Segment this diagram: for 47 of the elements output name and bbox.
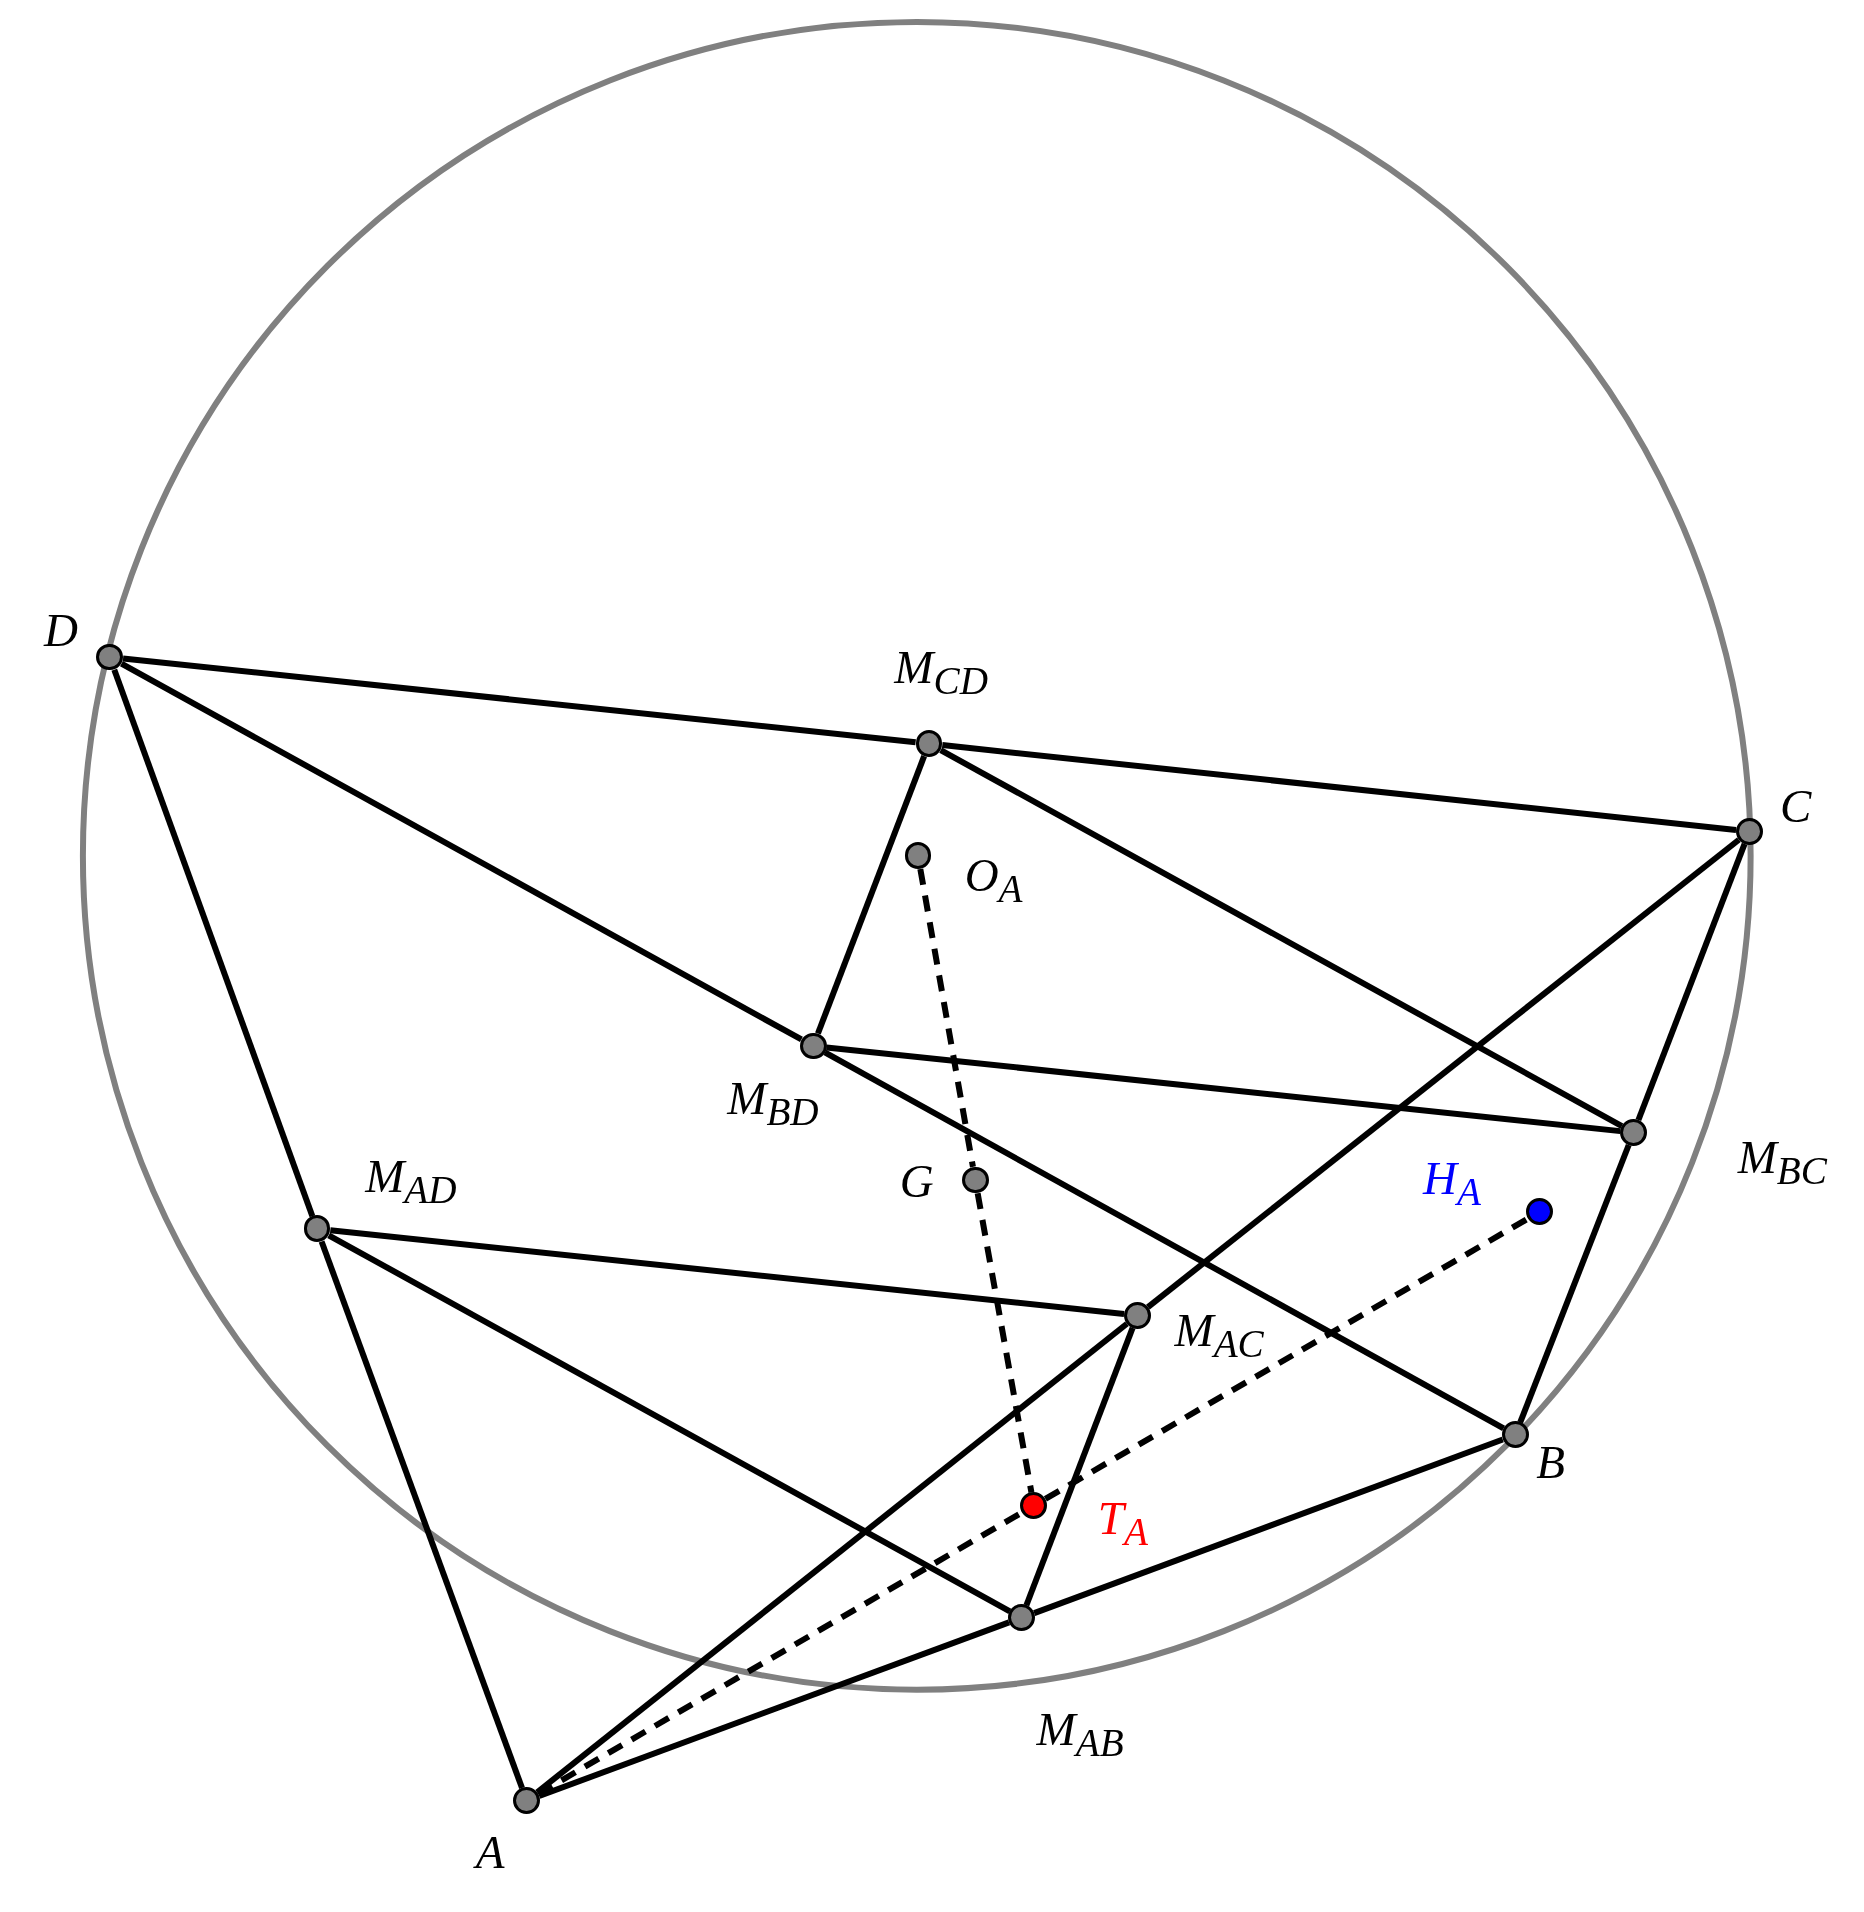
line-segment [941, 742, 1737, 833]
point-marker [1020, 1492, 1048, 1519]
line-segment [826, 1044, 1621, 1135]
line-segment [327, 1232, 1012, 1614]
point-marker [513, 1787, 541, 1814]
line-segment [823, 1049, 1506, 1431]
point-label: D [44, 606, 78, 654]
line-segment [815, 755, 927, 1035]
point-label: H$_{A}$ [1423, 1154, 1481, 1211]
point-label: A [475, 1828, 505, 1876]
point-marker [961, 1166, 989, 1194]
point-label: M$_{CD}$ [894, 643, 988, 700]
point-label: M$_{BD}$ [727, 1075, 819, 1132]
point-label: T$_{A}$ [1097, 1494, 1148, 1551]
line-segment [538, 1619, 1011, 1799]
line-segment [1635, 842, 1748, 1122]
point-marker [1620, 1119, 1647, 1146]
line-segment [330, 1227, 1125, 1317]
point-marker [1526, 1198, 1554, 1226]
point-label: B [1536, 1438, 1566, 1486]
point-marker [904, 842, 932, 870]
point-marker [96, 643, 124, 671]
point-label: G [899, 1157, 934, 1205]
point-label: M$_{BC}$ [1737, 1134, 1827, 1190]
point-label: M$_{AB}$ [1036, 1705, 1124, 1762]
line-segment [1033, 1436, 1504, 1616]
point-marker [1008, 1604, 1035, 1632]
point-marker [915, 730, 943, 758]
dashed-line [974, 1192, 1035, 1493]
point-marker [799, 1032, 827, 1060]
point-marker [1124, 1302, 1151, 1329]
line-segment [111, 668, 316, 1218]
line-segment [122, 655, 916, 746]
line-segment [1146, 837, 1741, 1310]
dashed-line [917, 868, 976, 1168]
point-label: C [1780, 782, 1812, 830]
line-segment [120, 660, 803, 1043]
point-marker [1736, 818, 1763, 845]
point-label: M$_{AC}$ [1174, 1307, 1264, 1363]
line-segment [1517, 1143, 1632, 1424]
line-segment [939, 747, 1624, 1129]
line-segment [318, 1240, 525, 1790]
point-marker [303, 1215, 331, 1243]
point-label: M$_{AD}$ [365, 1153, 457, 1210]
line-segment [1023, 1326, 1136, 1607]
dashed-line [1043, 1215, 1530, 1502]
point-label: O$_{A}$ [964, 852, 1023, 908]
